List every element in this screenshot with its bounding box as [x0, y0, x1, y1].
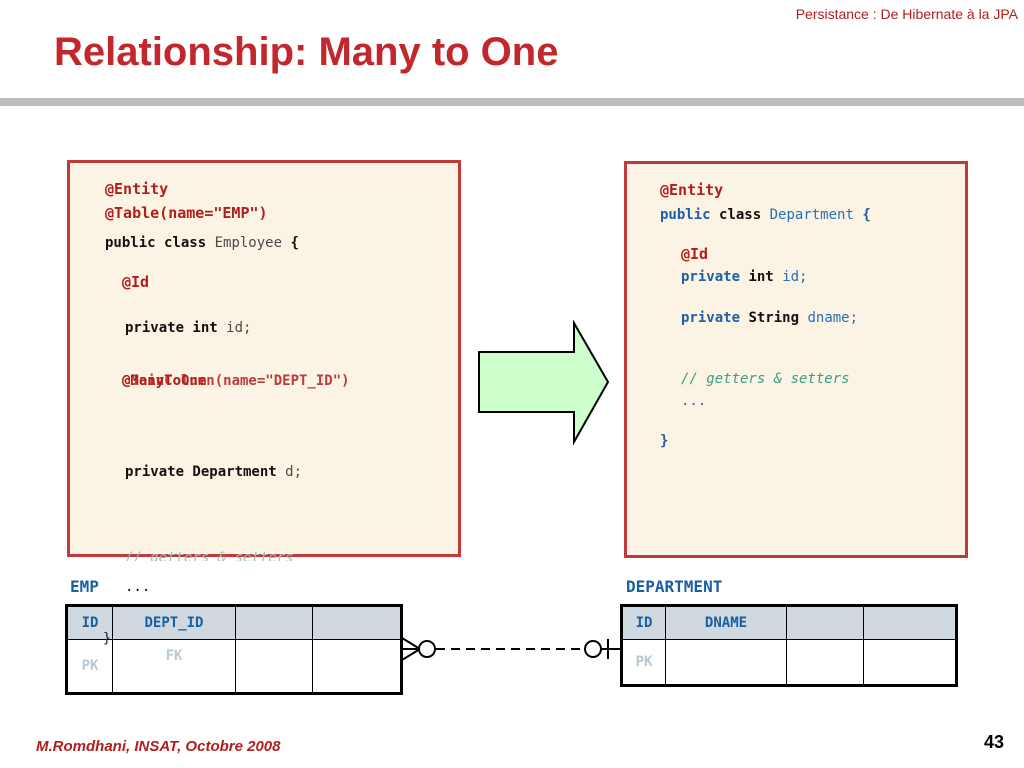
footer-author: M.Romdhani, INSAT, Octobre 2008	[36, 738, 281, 755]
emp-id-annotation: @Id	[122, 273, 150, 291]
slide-title: Relationship: Many to One	[54, 30, 559, 74]
dept-col-id: ID	[621, 605, 666, 640]
course-title: Persistance : De Hibernate à la JPA	[795, 6, 1018, 22]
emp-cell-fk: FK	[112, 639, 236, 694]
arrow-shape	[478, 320, 610, 446]
emp-entity-annotation: @Entity	[105, 180, 169, 198]
dept-closing-brace: }	[660, 433, 669, 449]
emp-id-field: private int id;	[125, 320, 252, 336]
dept-col-empty-2	[863, 605, 957, 640]
emp-joincolumn-annotation: @JoinColumn(name="DEPT_ID")	[122, 373, 350, 389]
dept-getters-comment: // getters & setters	[681, 371, 850, 387]
emp-class-declaration: public class Employee {	[105, 235, 299, 251]
dept-entity-annotation: @Entity	[660, 181, 724, 199]
emp-dept-field: private Department d;	[125, 464, 303, 480]
department-code-box	[624, 161, 968, 558]
emp-ellipsis: ...	[125, 579, 151, 595]
dept-id-field: private int id;	[681, 269, 808, 285]
dept-optional-circle	[584, 640, 602, 658]
dept-table-header-row: ID DNAME	[621, 605, 957, 640]
emp-table: ID DEPT_ID PK FK	[65, 604, 403, 695]
dept-cell-empty-0	[665, 639, 787, 686]
dept-cell-empty-1	[786, 639, 864, 686]
crows-foot-lower	[401, 648, 421, 661]
dept-ellipsis: ...	[681, 393, 707, 409]
relationship-connector	[401, 637, 620, 661]
emp-closing-brace: }	[103, 631, 111, 646]
dept-id-annotation: @Id	[681, 245, 709, 263]
dept-table-row: PK	[621, 639, 957, 686]
dept-col-empty-1	[786, 605, 864, 640]
dept-col-dname: DNAME	[665, 605, 787, 640]
dept-dname-field: private String dname;	[681, 310, 859, 326]
emp-col-empty-2	[312, 605, 402, 640]
department-table: ID DNAME PK	[620, 604, 958, 687]
emp-getters-comment: // getters & setters	[125, 550, 294, 566]
emp-optional-circle	[418, 640, 436, 658]
emp-table-annotation: @Table(name="EMP")	[105, 204, 268, 222]
department-table-label: DEPARTMENT	[626, 577, 723, 596]
emp-manytoone-annotation: @ManyToOne	[122, 373, 207, 389]
title-divider	[0, 98, 1024, 106]
dept-cell-pk: PK	[621, 639, 666, 686]
emp-table-label: EMP	[70, 577, 99, 596]
dept-class-declaration: public class Department {	[660, 207, 871, 223]
employee-code-box	[67, 160, 461, 557]
emp-col-dept-id: DEPT_ID	[112, 605, 236, 640]
dept-cell-empty-2	[863, 639, 957, 686]
emp-cell-empty-1	[235, 639, 313, 694]
emp-table-row: PK FK	[66, 639, 402, 694]
emp-col-empty-1	[235, 605, 313, 640]
crows-foot-upper	[401, 637, 421, 650]
emp-cell-empty-2	[312, 639, 402, 694]
emp-table-header-row: ID DEPT_ID	[66, 605, 402, 640]
transition-arrow	[478, 320, 610, 446]
page-number: 43	[983, 732, 1004, 752]
